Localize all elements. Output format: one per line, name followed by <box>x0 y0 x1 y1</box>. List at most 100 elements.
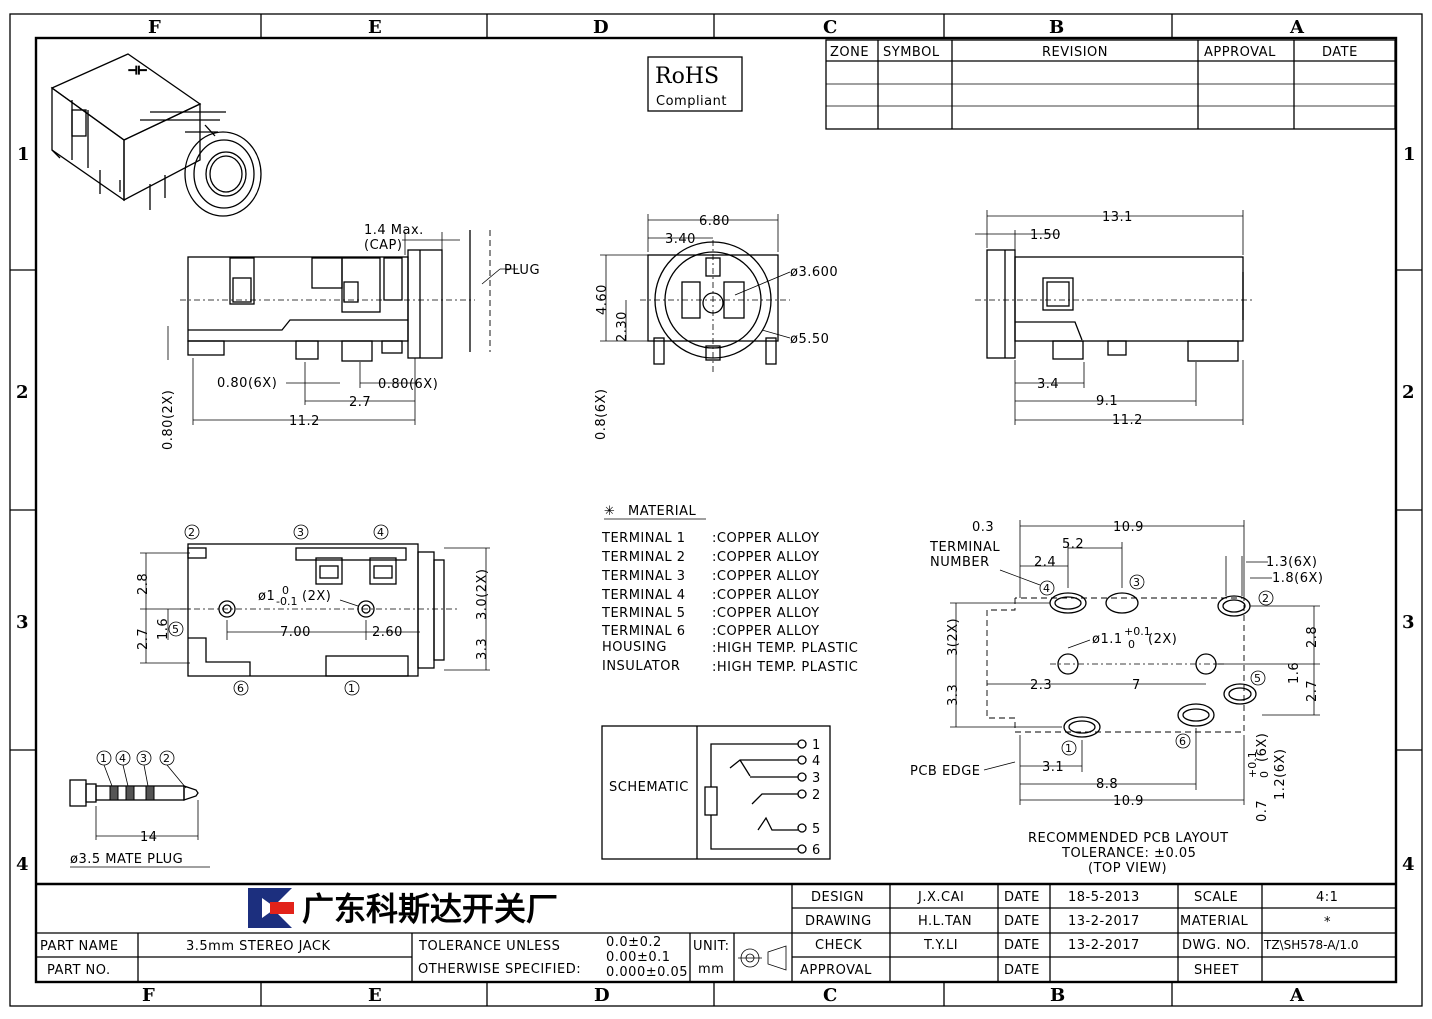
back-dim-1-50: 1.50 <box>1030 228 1061 243</box>
bottom-dim-3-3: 3.3 <box>475 638 490 660</box>
svg-text:⊣⊢: ⊣⊢ <box>128 64 147 77</box>
zone-row-3-left: 3 <box>16 612 29 633</box>
rev-header-date: DATE <box>1322 45 1358 60</box>
zone-col-e-top: E <box>368 17 382 38</box>
pcb-dim-hole-tol-up: +0.1 <box>1124 625 1151 638</box>
schematic-pin-1: 1 <box>812 738 821 753</box>
mate-plug-label: ø3.5 MATE PLUG <box>70 852 183 867</box>
front-dim-3-40: 3.40 <box>665 232 696 247</box>
mate-plug: 14 1 4 3 2 ø3.5 MATE PLUG <box>69 750 210 868</box>
title-block: 广东科斯达开关厂 PART NAME 3.5mm STEREO JACK PAR… <box>36 882 1396 982</box>
pcb-dim-1-2-6x: 1.2(6X) <box>1273 749 1288 801</box>
material-value: * <box>1324 915 1331 930</box>
material-row-8-label: INSULATOR <box>602 659 680 674</box>
pcb-dim-0-7-tol-down: 0 <box>1258 771 1271 778</box>
mate-plug-dim: 14 <box>140 830 158 845</box>
design-date: 18-5-2013 <box>1068 890 1140 905</box>
rev-header-symbol: SYMBOL <box>883 45 940 60</box>
pcb-term-5: 5 <box>1254 672 1261 685</box>
pcb-caption-2: TOLERANCE: ±0.05 <box>1061 846 1196 861</box>
side-dim-cap-max: 1.4 Max. <box>364 223 424 238</box>
schematic-label: SCHEMATIC <box>609 780 689 795</box>
sheet-label: SHEET <box>1194 963 1239 978</box>
zone-row-4-right: 4 <box>1402 854 1415 875</box>
part-name-label: PART NAME <box>40 939 119 954</box>
material-row-5-value: :COPPER ALLOY <box>712 606 820 621</box>
pcb-dim-0-7-tol-up: +0.1 <box>1246 751 1259 778</box>
material-row-3-value: :COPPER ALLOY <box>712 569 820 584</box>
outer-frame <box>9 13 1423 1007</box>
mate-plug-pin-3: 3 <box>140 752 147 765</box>
rev-header-approval: APPROVAL <box>1204 45 1276 60</box>
company-name: 广东科斯达开关厂 <box>302 890 558 928</box>
side-dim-plug: PLUG <box>504 263 540 278</box>
pcb-caption-3: (TOP VIEW) <box>1088 861 1167 876</box>
part-no-label: PART NO. <box>47 963 111 978</box>
pcb-label-terminal: TERMINAL <box>929 540 1000 555</box>
bottom-dim-7-00: 7.00 <box>280 625 311 640</box>
pcb-dim-3-3: 3.3 <box>946 684 961 706</box>
drawing-date-label: DATE <box>1004 914 1040 929</box>
rev-header-zone: ZONE <box>830 45 869 60</box>
pcb-dim-3-2x: 3(2X) <box>946 618 961 656</box>
scale-label: SCALE <box>1194 890 1238 905</box>
tolerance-3: 0.000±0.05 <box>606 965 688 980</box>
material-row-1-value: :COPPER ALLOY <box>712 531 820 546</box>
design-name: J.X.CAI <box>917 890 964 905</box>
side-dim-11-2: 11.2 <box>289 414 320 429</box>
zone-row-4-left: 4 <box>16 854 29 875</box>
company-logo-icon <box>248 888 294 928</box>
part-name-value: 3.5mm STEREO JACK <box>186 939 331 954</box>
pcb-dim-1-8-6x: 1.8(6X) <box>1272 571 1324 586</box>
bottom-dim-hole: ø1 <box>258 589 275 604</box>
isometric-view: ⊣⊢ <box>50 53 262 217</box>
schematic: SCHEMATIC 1 4 3 2 5 6 <box>601 725 831 860</box>
bottom-dim-1-6: 1.6 <box>156 618 171 640</box>
side-dim-0-80-2x: 0.80(2X) <box>161 390 176 450</box>
drawing-label: DRAWING <box>805 914 872 929</box>
zone-dividers <box>10 14 1422 1006</box>
rohs-mark: RoHS Compliant <box>647 56 743 112</box>
schematic-pin-6: 6 <box>812 843 821 858</box>
schematic-pin-4: 4 <box>812 754 821 769</box>
zone-col-b-top: B <box>1049 17 1064 38</box>
tolerance-line-2: OTHERWISE SPECIFIED: <box>418 962 581 977</box>
schematic-pin-3: 3 <box>812 771 821 786</box>
pcb-caption-1: RECOMMENDED PCB LAYOUT <box>1028 831 1229 846</box>
material-row-3-label: TERMINAL 3 <box>601 569 686 584</box>
revision-table: ZONE SYMBOL REVISION APPROVAL DATE <box>825 39 1396 130</box>
material-row-5-label: TERMINAL 5 <box>601 606 686 621</box>
material-row-7-value: :HIGH TEMP. PLASTIC <box>712 641 858 656</box>
zone-col-c-bottom: C <box>823 985 837 1006</box>
pcb-dim-top-10-9: 10.9 <box>1113 520 1144 535</box>
pcb-dim-2-8: 2.8 <box>1305 626 1320 648</box>
pcb-dim-2-4: 2.4 <box>1034 555 1056 570</box>
pcb-term-3: 3 <box>1133 576 1140 589</box>
zone-row-1-right: 1 <box>1403 144 1416 165</box>
zone-col-b-bottom: B <box>1050 985 1065 1006</box>
zone-col-d-top: D <box>593 17 609 38</box>
unit-value: mm <box>698 962 724 977</box>
bottom-view: 2.8 2.7 1.6 7.00 2.60 ø1 0 -0.1 (2X) 3.0… <box>136 524 490 696</box>
material-row-6-value: :COPPER ALLOY <box>712 624 820 639</box>
material-list: ✳ MATERIAL TERMINAL 1 :COPPER ALLOY TERM… <box>601 504 858 675</box>
zone-col-f-top: F <box>148 17 161 38</box>
dwg-no-value: TZ\SH578-A/1.0 <box>1263 938 1359 952</box>
bottom-term-6: 6 <box>237 682 244 695</box>
design-date-label: DATE <box>1004 890 1040 905</box>
side-dim-cap: (CAP) <box>364 238 402 253</box>
mate-plug-pin-4: 4 <box>119 752 126 765</box>
material-row-2-value: :COPPER ALLOY <box>712 550 820 565</box>
pcb-label-edge: PCB EDGE <box>910 764 980 779</box>
pcb-layout: ø1.1 +0.1 0 (2X) 10.9 0.3 5.2 2.4 TERMIN… <box>910 520 1324 876</box>
check-date: 13-2-2017 <box>1068 938 1140 953</box>
zone-row-3-right: 3 <box>1402 612 1415 633</box>
rohs-title: RoHS <box>655 64 719 89</box>
material-title: MATERIAL <box>628 504 697 519</box>
back-dim-13-1: 13.1 <box>1102 210 1133 225</box>
zone-col-a-bottom: A <box>1289 985 1305 1006</box>
zone-row-1-left: 1 <box>17 144 30 165</box>
bottom-term-1: 1 <box>348 682 355 695</box>
zone-col-f-bottom: F <box>142 985 155 1006</box>
zone-col-d-bottom: D <box>594 985 610 1006</box>
